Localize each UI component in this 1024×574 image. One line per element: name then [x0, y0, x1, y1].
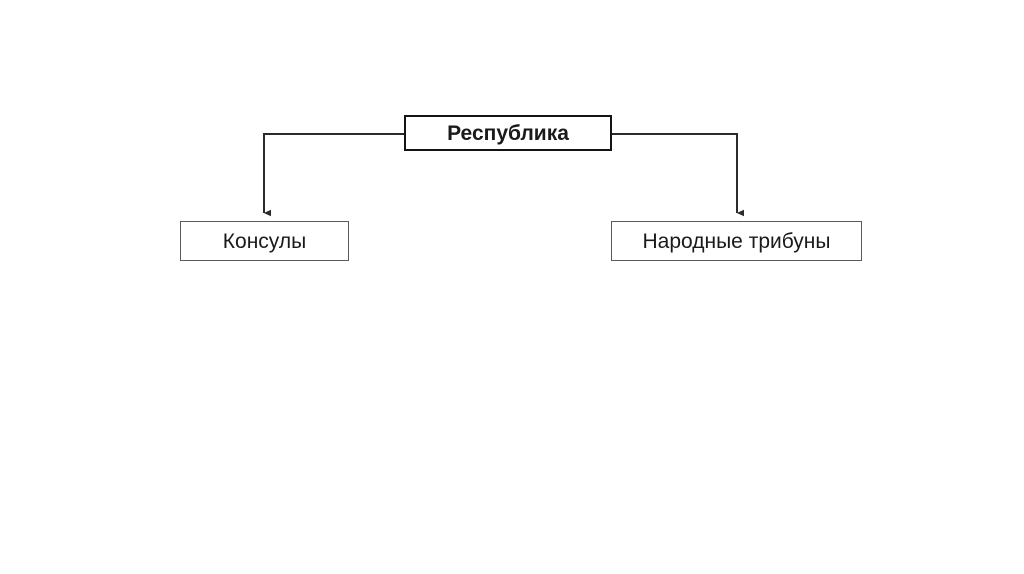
node-republic[interactable]: Республика [404, 115, 612, 151]
node-republic-label: Республика [447, 121, 569, 145]
node-consuls[interactable]: Консулы [180, 221, 349, 261]
connector-republic-to-tribunes [612, 133, 745, 217]
node-tribunes-label: Народные трибуны [642, 229, 831, 253]
node-tribunes[interactable]: Народные трибуны [611, 221, 862, 261]
node-consuls-label: Консулы [222, 229, 307, 253]
connector-republic-to-consuls [263, 133, 404, 217]
